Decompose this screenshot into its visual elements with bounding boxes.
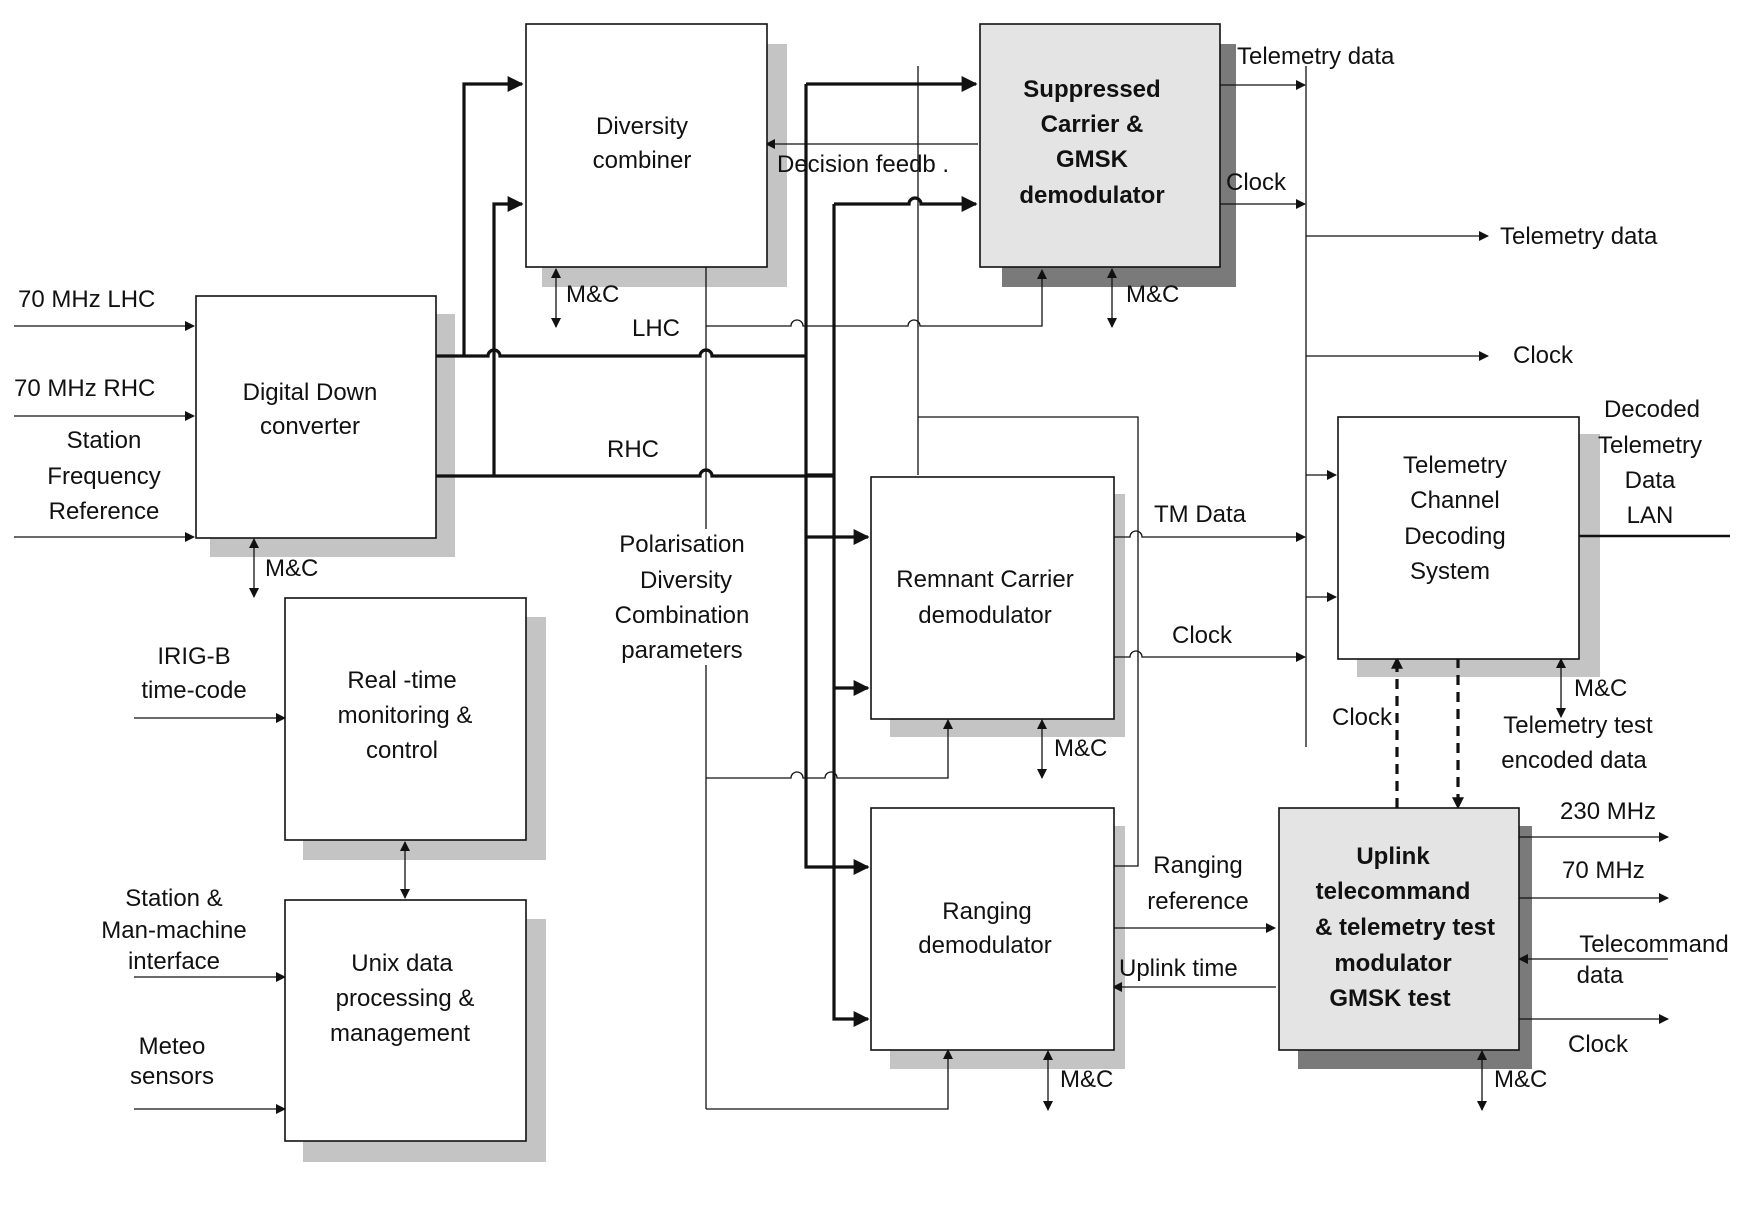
block-unix-data-processing: Unix data processing & management <box>284 899 527 1142</box>
label-uplink-time: Uplink time <box>1119 955 1238 982</box>
label-230mhz: 230 MHz <box>1560 798 1656 825</box>
label-70mhz-lhc: 70 MHz LHC <box>18 286 155 313</box>
label-clock-remnant: Clock <box>1172 622 1233 649</box>
rtmc-label-1: Real -time <box>347 667 456 694</box>
label-smm-2: Man-machine <box>101 917 246 944</box>
block-digital-down-converter: Digital Down converter <box>195 295 437 539</box>
block-telemetry-channel-decoding-system: Telemetry Channel Decoding System <box>1337 416 1580 660</box>
label-clock-uplink: Clock <box>1568 1031 1629 1058</box>
label-irig-1: IRIG-B <box>157 643 230 670</box>
block-uplink-modulator: Uplink telecommand & telemetry test modu… <box>1278 807 1520 1051</box>
diversity-label-2: combiner <box>593 147 692 174</box>
label-station-freq-1: Station <box>67 427 142 454</box>
label-70mhz-rhc: 70 MHz RHC <box>14 375 155 402</box>
label-mc-ranging: M&C <box>1060 1066 1113 1093</box>
block-diversity-combiner: Diversity combiner <box>525 23 768 268</box>
unix-label-3: management <box>330 1020 470 1047</box>
label-ranging-ref-2: reference <box>1147 888 1248 915</box>
label-decoded-1: Decoded <box>1604 396 1700 423</box>
rtmc-label-2: monitoring & <box>338 702 473 729</box>
label-smm-3: interface <box>128 948 220 975</box>
label-meteo-2: sensors <box>130 1063 214 1090</box>
label-station-freq-2: Frequency <box>47 463 160 490</box>
label-irig-2: time-code <box>141 677 246 704</box>
label-telecommand-1: Telecommand <box>1579 931 1728 958</box>
label-smm-1: Station & <box>125 885 222 912</box>
block-ranging-demodulator: Ranging demodulator <box>870 807 1115 1051</box>
suppressed-label-2: Carrier & <box>1041 111 1144 138</box>
label-polar-1: Polarisation <box>619 531 744 558</box>
label-mc-ddc: M&C <box>265 555 318 582</box>
label-ranging-ref-1: Ranging <box>1153 852 1242 879</box>
tcd-label-2: Channel <box>1410 487 1499 514</box>
remnant-label-1: Remnant Carrier <box>896 566 1073 593</box>
tcd-label-1: Telemetry <box>1403 452 1507 479</box>
label-polar-3: Combination <box>615 602 750 629</box>
uplink-label-2: telecommand <box>1316 878 1471 905</box>
label-mc-tcd: M&C <box>1574 675 1627 702</box>
suppressed-label-4: demodulator <box>1019 182 1164 209</box>
label-station-freq-3: Reference <box>49 498 160 525</box>
label-decoded-2: Telemetry <box>1598 432 1702 459</box>
remnant-label-2: demodulator <box>918 602 1051 629</box>
label-polar-4: parameters <box>621 637 742 664</box>
label-mc-diversity: M&C <box>566 281 619 308</box>
label-clock-dashed: Clock <box>1332 704 1393 731</box>
thin-wires <box>14 66 1730 1114</box>
label-rhc: RHC <box>607 436 659 463</box>
uplink-label-5: GMSK test <box>1329 985 1450 1012</box>
label-decoded-3: Data <box>1625 467 1676 494</box>
diversity-label-1: Diversity <box>596 113 688 140</box>
label-decision-feedback: Decision feedb . <box>777 151 949 178</box>
unix-label-1: Unix data <box>351 950 453 977</box>
rtmc-label-3: control <box>366 737 438 764</box>
label-decoded-4: LAN <box>1627 502 1674 529</box>
label-telecommand-2: data <box>1577 962 1624 989</box>
ddc-label-1: Digital Down <box>243 379 378 406</box>
uplink-label-3: & telemetry test <box>1315 914 1495 941</box>
uplink-label-4: modulator <box>1334 950 1451 977</box>
ranging-label-2: demodulator <box>918 932 1051 959</box>
tcd-label-3: Decoding <box>1404 523 1505 550</box>
label-mc-suppressed: M&C <box>1126 281 1179 308</box>
block-suppressed-carrier-demodulator: Suppressed Carrier & GMSK demodulator <box>979 23 1221 268</box>
label-telemetry-data-top: Telemetry data <box>1237 43 1395 70</box>
uplink-label-1: Uplink <box>1356 843 1430 870</box>
label-mc-uplink: M&C <box>1494 1066 1547 1093</box>
label-70mhz-out: 70 MHz <box>1562 857 1645 884</box>
suppressed-label-1: Suppressed <box>1023 76 1160 103</box>
thick-wires <box>435 76 1464 1027</box>
label-clock-out: Clock <box>1513 342 1574 369</box>
signal-labels: 70 MHz LHC 70 MHz RHC Station Frequency … <box>14 43 1729 1093</box>
label-tm-test-1: Telemetry test <box>1503 712 1653 739</box>
unix-label-2: processing & <box>336 985 475 1012</box>
block-remnant-carrier-demodulator: Remnant Carrier demodulator <box>870 476 1115 720</box>
ddc-label-2: converter <box>260 413 360 440</box>
tcd-label-4: System <box>1410 558 1490 585</box>
suppressed-label-3: GMSK <box>1056 146 1129 173</box>
label-tm-test-2: encoded data <box>1501 747 1647 774</box>
label-tm-data: TM Data <box>1154 501 1247 528</box>
label-telemetry-data-out: Telemetry data <box>1500 223 1658 250</box>
label-meteo-1: Meteo <box>139 1033 206 1060</box>
label-lhc: LHC <box>632 315 680 342</box>
label-polar-2: Diversity <box>640 567 732 594</box>
label-mc-remnant: M&C <box>1054 735 1107 762</box>
ranging-label-1: Ranging <box>942 898 1031 925</box>
block-real-time-monitoring: Real -time monitoring & control <box>284 597 527 841</box>
label-clock-top: Clock <box>1226 169 1287 196</box>
